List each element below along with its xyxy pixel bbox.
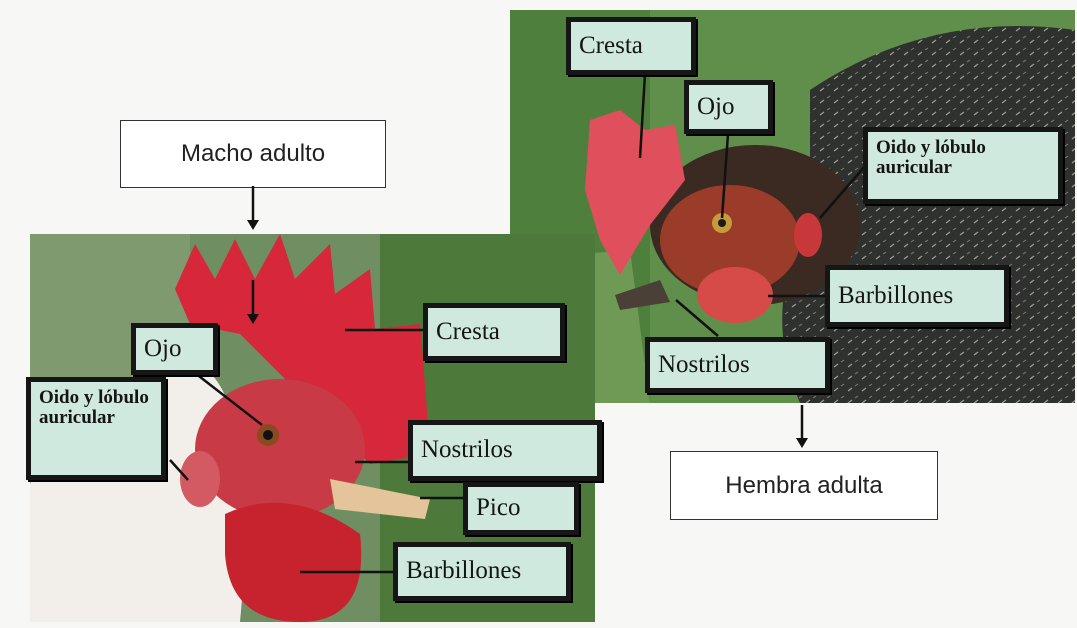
male-nostrilos-label: Nostrilos bbox=[408, 420, 602, 481]
male-pico-label: Pico bbox=[463, 482, 579, 535]
female-barbillones-label: Barbillones bbox=[825, 265, 1009, 327]
female-title: Hembra adulta bbox=[670, 451, 938, 520]
female-ojo-label: Ojo bbox=[684, 80, 773, 134]
male-oido-label: Oido y lóbulo auricular bbox=[26, 377, 166, 480]
male-cresta-label: Cresta bbox=[423, 303, 565, 361]
male-title: Macho adulto bbox=[120, 120, 386, 188]
hen-photo bbox=[510, 10, 1075, 403]
male-barbillones-label: Barbillones bbox=[393, 542, 571, 601]
male-ojo-label: Ojo bbox=[131, 323, 218, 375]
female-nostrilos-label: Nostrilos bbox=[645, 337, 830, 393]
female-oido-label: Oido y lóbulo auricular bbox=[863, 127, 1063, 204]
female-cresta-label: Cresta bbox=[566, 17, 696, 75]
